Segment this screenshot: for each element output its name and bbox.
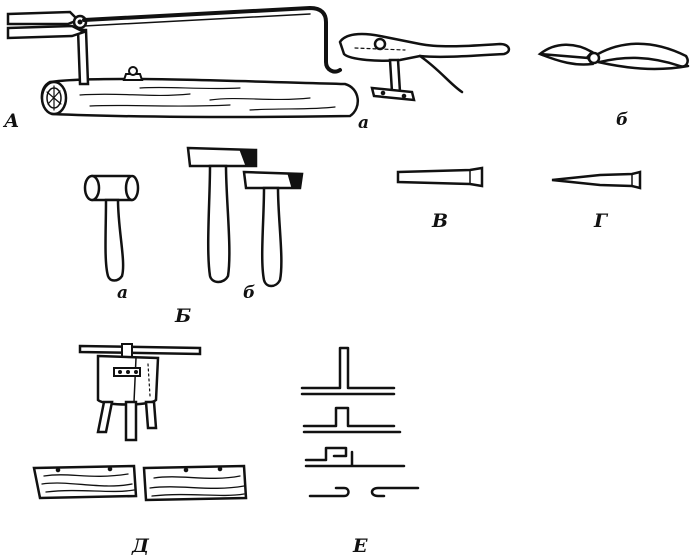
figure-label-E: Е (352, 535, 368, 557)
stake-stand (78, 343, 202, 442)
figure-label-b-mid: б (243, 283, 255, 303)
figure-label-A: А (2, 110, 19, 132)
figure-label-a-mid: а (117, 283, 128, 303)
bench-shears-on-log (6, 6, 359, 119)
figure-label-D: Д (131, 535, 150, 557)
figure-label-a-top: а (358, 113, 369, 133)
figure-label-b-top: б (616, 110, 628, 130)
hammers (186, 146, 304, 288)
chisel (396, 166, 484, 188)
hand-snips (537, 42, 690, 71)
figure-label-V: В (431, 210, 448, 232)
figure-label-B: Б (174, 305, 191, 327)
seam-profiles (300, 346, 420, 498)
figure-label-G: Г (593, 210, 609, 232)
wooden-supports (32, 464, 248, 502)
lever-shears (338, 32, 511, 102)
mallet (83, 174, 140, 282)
punch (551, 170, 642, 190)
